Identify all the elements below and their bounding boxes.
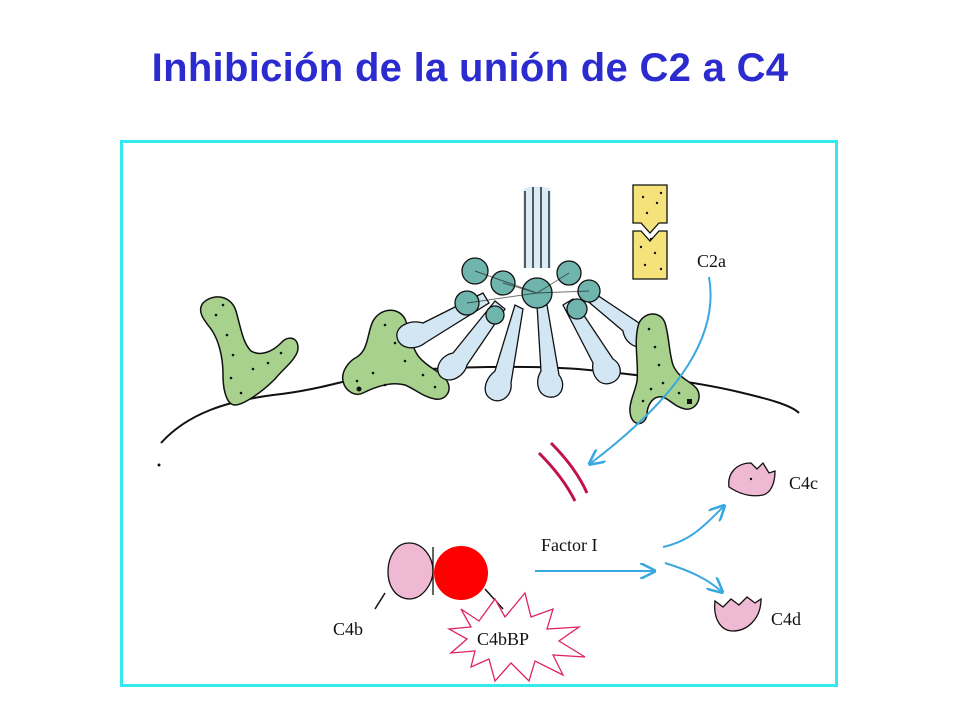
c4b-pointer-line <box>374 592 386 610</box>
arrow-c2a-to-factor-i <box>591 276 712 463</box>
arrow-to-c4c <box>662 507 723 548</box>
arrow-to-c4d <box>664 562 721 591</box>
diagram-frame: C2a Factor I C4c C4d C4b C4bBP <box>120 140 838 687</box>
c1q-arms <box>396 286 653 402</box>
c4bbp-burst <box>446 591 586 683</box>
c4d-fragment <box>714 596 762 632</box>
label-c4b: C4b <box>333 619 363 639</box>
c4bbp-pointer-line <box>484 588 504 610</box>
cell-membrane <box>160 365 800 444</box>
c2a-molecule <box>632 184 668 280</box>
c4c-fragment <box>728 461 776 497</box>
complement-diagram: C2a Factor I C4c C4d C4b C4bBP <box>157 184 818 683</box>
label-c2a: C2a <box>697 251 726 271</box>
label-c4c: C4c <box>789 473 818 493</box>
c4bbp-disc <box>434 546 488 600</box>
factor-i-mark <box>537 441 589 502</box>
c4b-molecule <box>387 542 434 600</box>
label-c4bbp: C4bBP <box>477 629 529 649</box>
antibody-left <box>199 296 299 406</box>
slide-title: Inhibición de la unión de C2 a C4 <box>151 46 789 90</box>
label-factor-i: Factor I <box>541 535 597 555</box>
c1q-stalk <box>523 186 551 268</box>
label-c4d: C4d <box>771 609 801 629</box>
membrane-dot <box>157 463 161 467</box>
antibody-right <box>629 313 700 425</box>
